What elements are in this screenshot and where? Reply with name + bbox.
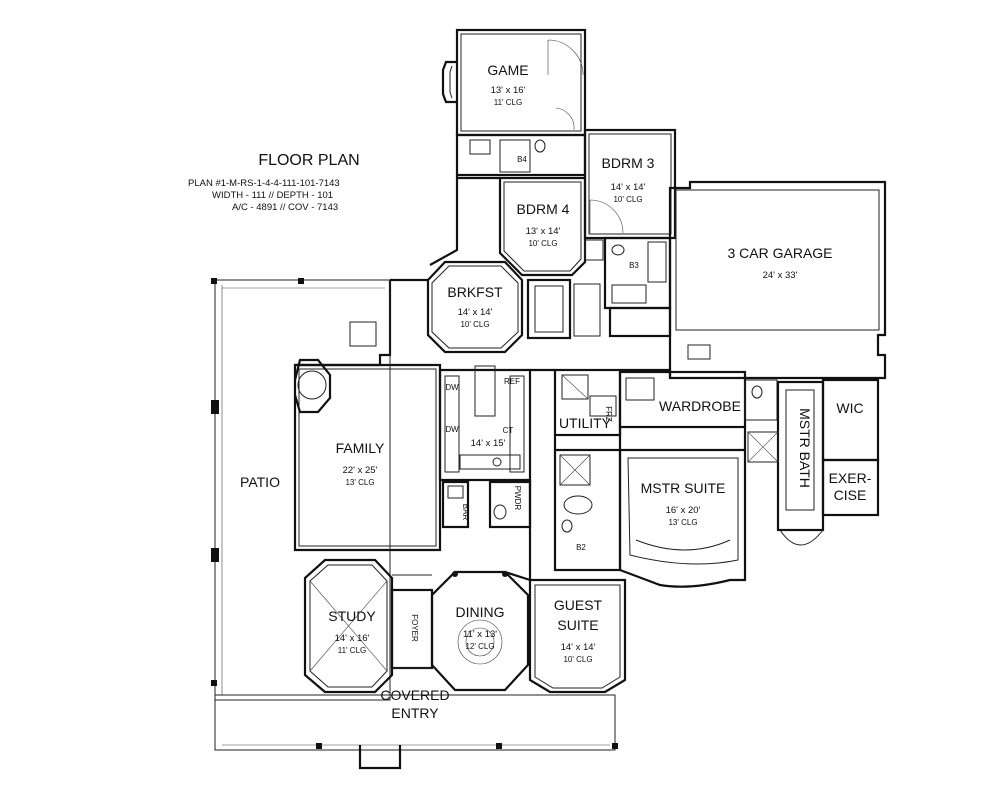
bdrm3-clg: 10' CLG xyxy=(613,195,642,204)
mstr-suite-label: MSTR SUITE xyxy=(641,480,726,496)
ref-label: REF xyxy=(504,377,520,386)
b2-label: B2 xyxy=(576,543,586,552)
garage-size: 24' x 33' xyxy=(763,270,798,281)
b4-label: B4 xyxy=(517,155,527,164)
brkfst-label: BRKFST xyxy=(447,284,503,300)
frz-label: FRZ xyxy=(604,406,613,422)
dw-label-2: DW xyxy=(445,425,459,434)
bdrm3-label: BDRM 3 xyxy=(602,155,655,171)
bedroom-4: BDRM 4 13' x 14' 10' CLG xyxy=(498,176,587,277)
covered-entry-label-2: ENTRY xyxy=(391,705,439,721)
wardrobe: WARDROBE xyxy=(618,370,778,429)
bar-label: BAR xyxy=(461,504,470,521)
bedroom-3: BDRM 3 14' x 14' 10' CLG xyxy=(583,128,677,240)
bdrm3-size: 14' x 14' xyxy=(611,182,646,193)
utility-label: UTILITY xyxy=(559,415,612,431)
game-clg: 11' CLG xyxy=(494,98,523,107)
plan-header: FLOOR PLAN PLAN #1-M-RS-1-4-4-111-101-71… xyxy=(188,152,360,213)
bdrm4-size: 13' x 14' xyxy=(526,226,561,237)
guest-clg: 10' CLG xyxy=(563,655,592,664)
game-size: 13' x 16' xyxy=(491,85,526,96)
breakfast-room: BRKFST 14' x 14' 10' CLG xyxy=(426,260,524,354)
mstr-suite-clg: 13' CLG xyxy=(668,518,697,527)
garage-label: 3 CAR GARAGE xyxy=(727,245,832,261)
bar-and-powder: BAR PWDR xyxy=(441,480,532,529)
wic-label: WIC xyxy=(836,400,863,416)
master-bath: MSTR BATH xyxy=(747,380,825,546)
foyer: FOYER xyxy=(390,588,434,670)
plan-number: PLAN #1-M-RS-1-4-4-111-101-7143 xyxy=(188,178,340,189)
study-label: STUDY xyxy=(328,608,376,624)
kitchen: REF DW DW CT 14' x 15' xyxy=(438,365,532,482)
b3-label: B3 xyxy=(629,261,639,270)
bdrm4-label: BDRM 4 xyxy=(517,201,570,217)
kitchen-size: 14' x 15' xyxy=(471,438,506,449)
guest-label-1: GUEST xyxy=(554,597,603,613)
dining-label: DINING xyxy=(456,604,505,620)
guest-suite: GUEST SUITE 14' x 14' 10' CLG xyxy=(528,578,627,694)
dining-size: 11' x 13' xyxy=(463,629,497,640)
bath-b3: B3 xyxy=(584,236,672,310)
study-clg: 11' CLG xyxy=(338,646,367,655)
exercise-label-1: EXER- xyxy=(829,470,872,486)
family-label: FAMILY xyxy=(336,440,385,456)
closets xyxy=(526,278,672,340)
family-size: 22' x 25' xyxy=(343,465,378,476)
covered-entry: COVERED ENTRY xyxy=(214,687,618,770)
brkfst-clg: 10' CLG xyxy=(460,320,489,329)
mstr-suite-size: 16' x 20' xyxy=(666,505,701,516)
covered-entry-label-1: COVERED xyxy=(380,687,449,703)
bath-b2: B2 xyxy=(553,448,622,572)
family-room: FAMILY 22' x 25' 13' CLG xyxy=(293,358,442,552)
dw-label-1: DW xyxy=(445,383,459,392)
study: STUDY 14' x 16' 11' CLG xyxy=(303,558,394,694)
bdrm4-clg: 10' CLG xyxy=(528,239,557,248)
patio-label: PATIO xyxy=(240,474,280,490)
exercise-label-2: CISE xyxy=(834,487,867,503)
dining-clg: 12' CLG xyxy=(465,642,494,651)
guest-size: 14' x 14' xyxy=(561,642,596,653)
foyer-label: FOYER xyxy=(410,614,419,642)
mstr-bath-label: MSTR BATH xyxy=(797,408,813,488)
utility-room: FRZ UTILITY xyxy=(553,368,622,437)
walk-in-closet: WIC xyxy=(821,378,880,462)
bath-b4: B4 xyxy=(455,133,587,177)
brkfst-size: 14' x 14' xyxy=(458,307,493,318)
dining-room: DINING 11' x 13' 12' CLG xyxy=(430,570,530,692)
patio: PATIO xyxy=(211,278,391,701)
three-car-garage: 3 CAR GARAGE 24' x 33' xyxy=(668,180,887,380)
exercise-room: EXER- CISE xyxy=(821,458,880,517)
guest-label-2: SUITE xyxy=(557,617,598,633)
plan-width-depth: WIDTH - 111 // DEPTH - 101 xyxy=(212,190,333,201)
study-size: 14' x 16' xyxy=(335,633,370,644)
plan-title: FLOOR PLAN xyxy=(258,152,359,169)
wardrobe-label: WARDROBE xyxy=(659,398,741,414)
plan-area: A/C - 4891 // COV - 7143 xyxy=(232,202,338,213)
pwdr-label: PWDR xyxy=(513,486,522,511)
ct-label: CT xyxy=(503,426,514,435)
game-label: GAME xyxy=(487,62,528,78)
game-room: GAME 13' x 16' 11' CLG xyxy=(441,28,587,137)
master-suite: MSTR SUITE 16' x 20' 13' CLG xyxy=(618,448,747,588)
family-clg: 13' CLG xyxy=(345,478,374,487)
